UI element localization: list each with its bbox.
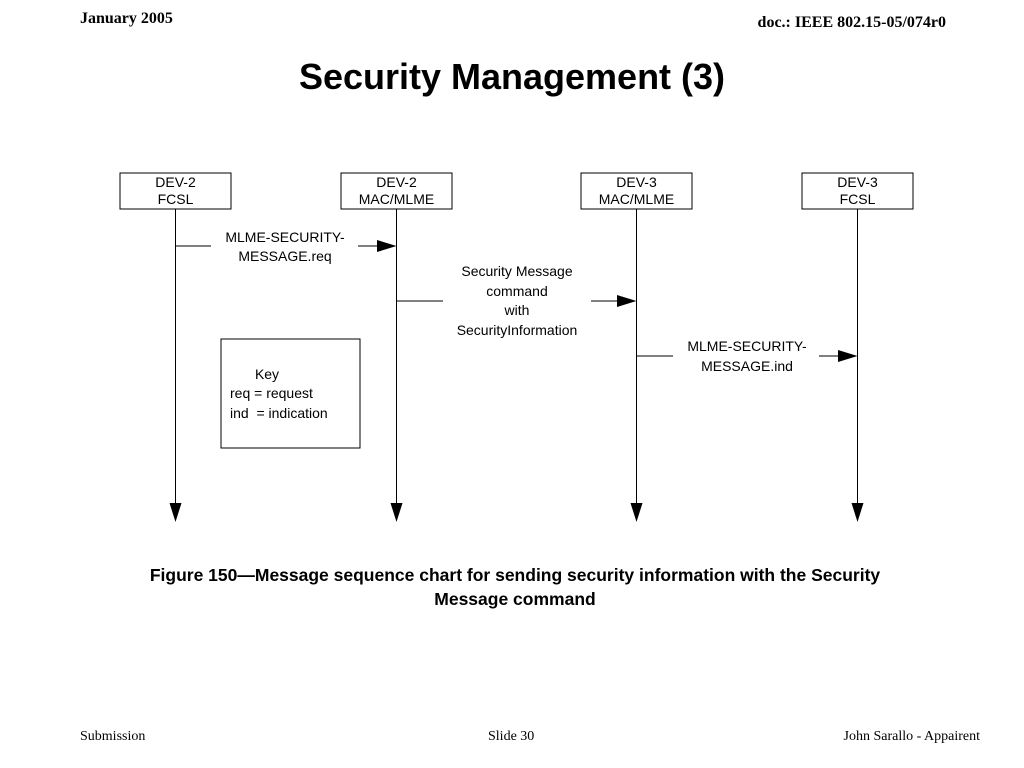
lifeline-box	[580, 172, 693, 210]
message-label-line2: MESSAGE.req	[238, 248, 331, 264]
footer-submission: Submission	[80, 729, 146, 744]
lifeline-end-arrow	[390, 503, 403, 522]
message-arrowhead	[377, 240, 397, 252]
lifeline-label-line1: DEV-3	[616, 174, 657, 190]
header-date: January 2005	[80, 10, 173, 27]
lifeline-end-arrow	[630, 503, 643, 522]
lifeline-box	[801, 172, 914, 210]
lifeline-label-line1: DEV-2	[376, 174, 417, 190]
message-label-line1: MLME-SECURITY-	[687, 338, 807, 354]
message-label-line3: with	[504, 302, 530, 318]
lifeline-label-line2: MAC/MLME	[599, 191, 674, 207]
footer-slide-number: Slide 30	[488, 729, 535, 744]
message-label-line1: Security Message	[461, 263, 572, 279]
lifeline-dev2-mac-mlme: DEV-2 MAC/MLME	[340, 172, 453, 522]
lifeline-dev3-mac-mlme: DEV-3 MAC/MLME	[580, 172, 693, 522]
lifeline-dev2-fcsl: DEV-2 FCSL	[119, 172, 232, 522]
key-box	[220, 338, 361, 449]
lifeline-end-arrow	[851, 503, 864, 522]
message-label-line1: MLME-SECURITY-	[225, 229, 345, 245]
slide-title: Security Management (3)	[298, 56, 726, 97]
message-security-command: Security Message command with SecurityIn…	[396, 263, 637, 338]
lifeline-label-line1: DEV-3	[837, 174, 878, 190]
lifeline-box	[119, 172, 232, 210]
key-entry-ind: ind = indication	[230, 405, 328, 421]
message-arrowhead	[617, 295, 637, 307]
message-security-req: MLME-SECURITY- MESSAGE.req	[175, 229, 397, 264]
message-arrowhead	[838, 350, 858, 362]
caption-line2: Message command	[434, 589, 596, 609]
key-legend: Key req = request ind = indication	[220, 338, 361, 449]
message-label-line2: command	[486, 283, 547, 299]
lifeline-label-line2: MAC/MLME	[359, 191, 434, 207]
figure-caption: Figure 150—Message sequence chart for se…	[80, 563, 950, 611]
lifeline-dev3-fcsl: DEV-3 FCSL	[801, 172, 914, 522]
message-security-ind: MLME-SECURITY- MESSAGE.ind	[636, 338, 858, 374]
lifeline-label-line2: FCSL	[158, 191, 194, 207]
key-entry-req: req = request	[230, 385, 313, 401]
caption-line1: Figure 150—Message sequence chart for se…	[149, 565, 881, 585]
message-label-line4: SecurityInformation	[457, 322, 578, 338]
lifeline-box	[340, 172, 453, 210]
lifeline-end-arrow	[169, 503, 182, 522]
message-label-line2: MESSAGE.ind	[701, 358, 793, 374]
key-title: Key	[255, 366, 279, 382]
header-doc-id: doc.: IEEE 802.15-05/074r0	[757, 14, 946, 31]
lifeline-label-line1: DEV-2	[155, 174, 196, 190]
lifeline-label-line2: FCSL	[840, 191, 876, 207]
footer-author: John Sarallo - Appairent	[843, 729, 980, 744]
